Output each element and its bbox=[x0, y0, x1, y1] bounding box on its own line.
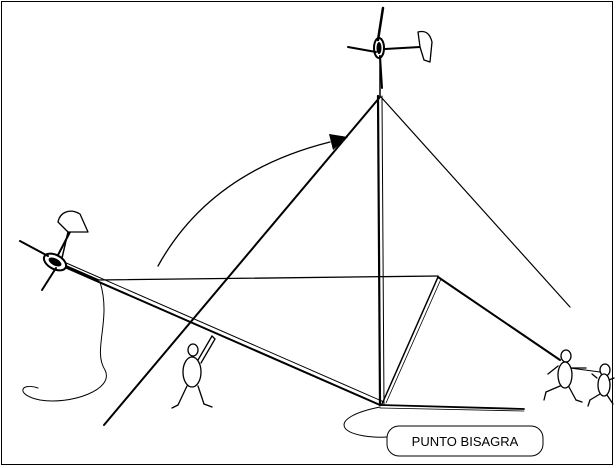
lowered-tower bbox=[59, 261, 385, 406]
power-cable bbox=[22, 281, 107, 402]
wind-turbine-lowered-icon bbox=[19, 210, 99, 291]
rotation-arrowhead bbox=[329, 134, 348, 150]
person-icon bbox=[171, 335, 216, 409]
hinge-point-icon bbox=[343, 406, 389, 438]
person-pulling-icon-2 bbox=[587, 363, 615, 407]
gin-pole bbox=[381, 276, 439, 405]
person-pulling-icon-1 bbox=[543, 349, 587, 403]
hinge-point-callout: PUNTO BISAGRA bbox=[386, 425, 544, 457]
lifting-cable-extension bbox=[569, 367, 601, 373]
hinge-point-label: PUNTO BISAGRA bbox=[412, 434, 519, 449]
lifting-cable bbox=[437, 276, 561, 361]
base-plate bbox=[379, 404, 525, 410]
guy-wire-right bbox=[380, 96, 571, 308]
guy-wire-upper bbox=[97, 275, 439, 281]
raised-tower bbox=[376, 94, 385, 407]
gin-pole-inner bbox=[385, 278, 442, 404]
rotation-arrow-icon bbox=[157, 141, 331, 267]
guy-wire-left bbox=[103, 96, 381, 426]
wind-turbine-icon bbox=[347, 6, 433, 97]
